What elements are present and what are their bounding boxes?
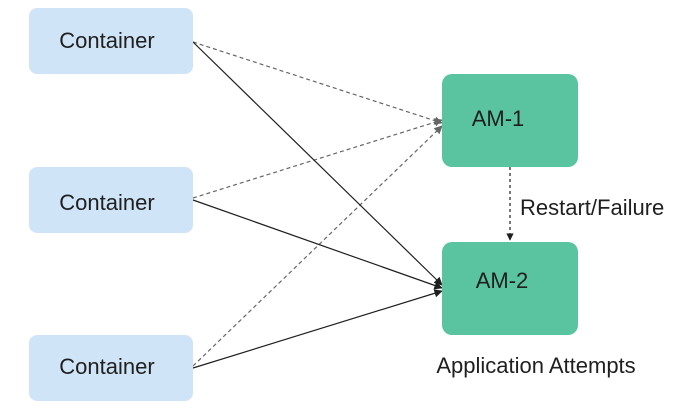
attempt-node-am-1: AM-1 [442,74,578,167]
edge-container-3-to-am-2 [192,289,443,369]
attempt-node-am-2: AM-2 [442,242,578,335]
container-node-3-label: Container [59,354,154,379]
container-node-2: Container [29,167,193,233]
edge-container-3-to-am-1 [192,125,443,367]
attempt-node-am-2-label: AM-2 [476,268,529,293]
container-node-1-label: Container [59,28,154,53]
edge-container-1-to-am-1 [192,41,443,125]
attempt-node-am-1-label: AM-1 [472,106,525,131]
container-node-2-label: Container [59,190,154,215]
diagram-caption: Application Attempts [436,353,635,378]
container-node-1: Container [29,8,193,74]
edge-container-1-to-am-2 [192,41,443,286]
edge-container-2-to-am-1 [192,118,443,199]
transition-label: Restart/Failure [520,195,664,220]
edge-container-2-to-am-2 [192,199,443,290]
container-node-3: Container [29,335,193,401]
